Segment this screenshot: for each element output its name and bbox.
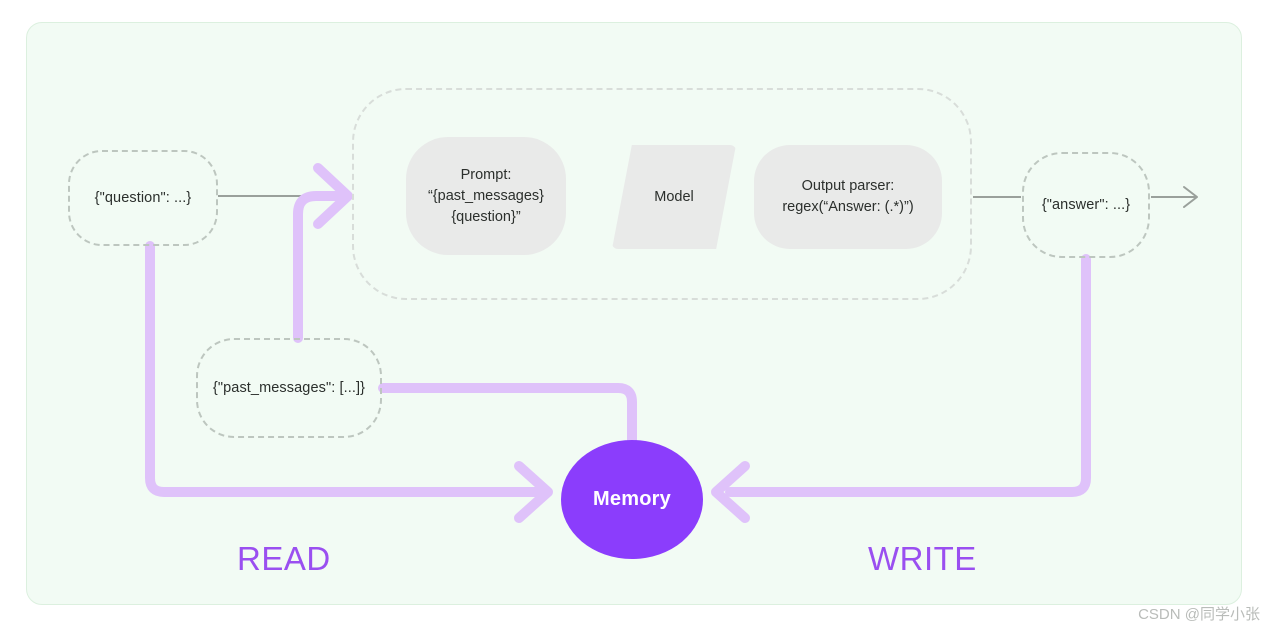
node-question-label: {"question": ...} (94, 190, 192, 206)
chain-container (352, 88, 972, 300)
node-question[interactable]: {"question": ...} (68, 150, 218, 246)
node-memory-label: Memory (593, 488, 671, 510)
step-output-parser[interactable]: Output parser: regex(“Answer: (.*)”) (754, 145, 942, 249)
node-past-messages[interactable]: {"past_messages": [...]} (196, 338, 382, 438)
step-model-shape (612, 145, 736, 249)
step-model-label: Model (654, 188, 694, 205)
node-past-messages-label: {"past_messages": [...]} (212, 380, 366, 396)
step-parser-line2: regex(“Answer: (.*)”) (782, 199, 914, 215)
step-parser-line1: Output parser: (801, 178, 895, 194)
flow-label-write: WRITE (868, 540, 977, 577)
node-answer-label: {"answer": ...} (1041, 197, 1131, 213)
node-memory[interactable]: Memory (561, 440, 703, 559)
step-prompt-line1: Prompt: (460, 166, 512, 183)
step-model[interactable]: Model (612, 145, 736, 249)
flow-label-read: READ (237, 540, 331, 577)
node-answer[interactable]: {"answer": ...} (1022, 152, 1150, 258)
step-prompt[interactable]: Prompt: “{past_messages} {question}” (406, 137, 566, 255)
step-prompt-line3: {question}” (451, 208, 521, 225)
watermark: CSDN @同学小张 (1138, 606, 1260, 623)
step-prompt-line2: “{past_messages} (427, 187, 545, 204)
